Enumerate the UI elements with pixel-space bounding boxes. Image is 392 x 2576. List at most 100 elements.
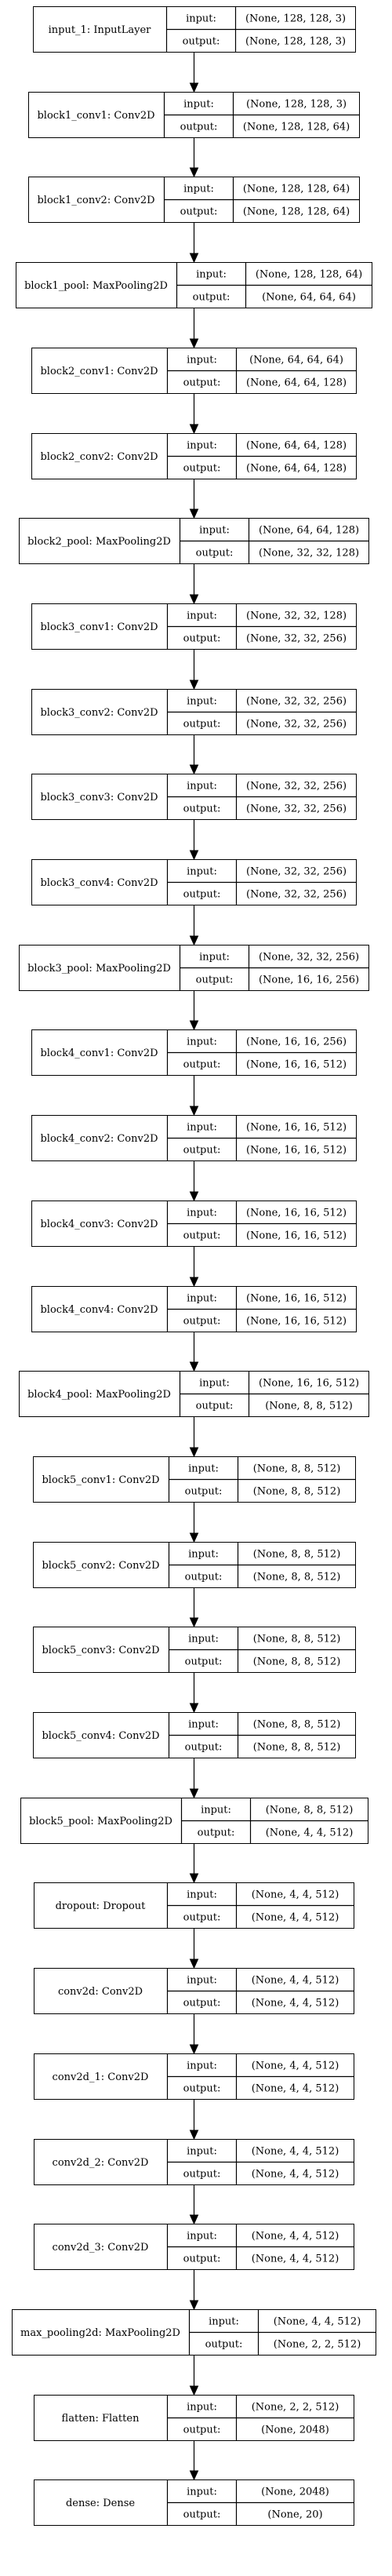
- output-shape: (None, 8, 8, 512): [253, 1656, 341, 1668]
- output-shape: (None, 4, 4, 512): [252, 2254, 339, 2265]
- connection-arrow: [189, 1417, 199, 1458]
- output-shape: (None, 32, 32, 128): [259, 548, 359, 559]
- layer-node: block2_pool: MaxPooling2Dinput:output:(N…: [19, 518, 369, 564]
- connection-arrow: [189, 1503, 199, 1543]
- layer-node: block3_conv2: Conv2Dinput:output:(None, …: [31, 689, 357, 735]
- input-shape: (None, 4, 4, 512): [252, 2060, 339, 2072]
- output-shape: (None, 16, 16, 512): [246, 1316, 347, 1328]
- output-label: output:: [205, 2339, 243, 2351]
- input-shape: (None, 16, 16, 512): [246, 1208, 347, 1219]
- layer-name: block4_conv3: Conv2D: [40, 1219, 158, 1230]
- layer-node: block4_conv4: Conv2Dinput:output:(None, …: [31, 1286, 357, 1332]
- layer-node: block4_pool: MaxPooling2Dinput:output:(N…: [19, 1371, 369, 1417]
- connection-arrow: [189, 1161, 199, 1202]
- layer-name: flatten: Flatten: [62, 2413, 140, 2425]
- output-shape: (None, 16, 16, 512): [246, 1145, 347, 1157]
- output-shape: (None, 128, 128, 64): [243, 122, 350, 133]
- output-label: output:: [183, 719, 221, 731]
- input-label: input:: [187, 1037, 217, 1048]
- output-label: output:: [183, 1316, 221, 1328]
- layer-node: block4_conv1: Conv2Dinput:output:(None, …: [31, 1029, 357, 1076]
- layer-name: block1_pool: MaxPooling2D: [24, 280, 168, 292]
- input-shape: (None, 4, 4, 512): [252, 1975, 339, 1987]
- input-label: input:: [187, 1889, 217, 1901]
- layer-name: conv2d_2: Conv2D: [53, 2157, 149, 2169]
- output-label: output:: [196, 975, 234, 986]
- output-label: output:: [185, 1572, 223, 1583]
- input-label: input:: [187, 1293, 217, 1305]
- layer-name: block5_conv1: Conv2D: [42, 1474, 159, 1486]
- layer-name: dropout: Dropout: [56, 1900, 147, 1912]
- connection-arrow: [189, 2441, 199, 2481]
- output-label: output:: [183, 2083, 221, 2095]
- input-shape: (None, 16, 16, 512): [246, 1293, 347, 1305]
- layer-name: conv2d: Conv2D: [58, 1986, 143, 1998]
- output-label: output:: [185, 1656, 223, 1668]
- output-label: output:: [193, 292, 230, 304]
- input-label: input:: [187, 1975, 217, 1987]
- input-shape: (None, 128, 128, 64): [256, 269, 362, 281]
- output-shape: (None, 4, 4, 512): [252, 2169, 339, 2181]
- input-label: input:: [187, 696, 217, 708]
- input-shape: (None, 64, 64, 128): [246, 440, 347, 452]
- output-label: output:: [198, 1827, 235, 1839]
- output-shape: (None, 64, 64, 128): [246, 463, 347, 475]
- layer-name: block2_conv1: Conv2D: [40, 366, 158, 377]
- input-shape: (None, 4, 4, 512): [252, 2146, 339, 2158]
- connection-arrow: [189, 735, 199, 775]
- input-label: input:: [187, 1208, 217, 1219]
- input-label: input:: [186, 13, 216, 25]
- input-shape: (None, 4, 4, 512): [252, 2231, 339, 2243]
- layer-node: block1_pool: MaxPooling2D input: output: (N…: [16, 262, 372, 308]
- layer-node: block3_pool: MaxPooling2Dinput:output:(N…: [19, 945, 369, 991]
- connection-arrow: [189, 905, 199, 946]
- output-shape: (None, 16, 16, 256): [259, 975, 359, 986]
- output-label: output:: [180, 206, 218, 218]
- input-shape: (None, 8, 8, 512): [253, 1549, 341, 1561]
- input-label: input:: [187, 2487, 217, 2498]
- input-label: input:: [201, 1805, 231, 1816]
- layer-node: block2_conv1: Conv2Dinput:output:(None, …: [31, 348, 357, 394]
- output-shape: (None, 64, 64, 64): [262, 292, 356, 304]
- input-label: input:: [188, 1549, 219, 1561]
- layer-name: conv2d_1: Conv2D: [53, 2071, 149, 2083]
- layer-node: block5_conv1: Conv2Dinput:output:(None, …: [33, 1456, 356, 1503]
- connection-arrow: [189, 138, 199, 178]
- output-shape: (None, 8, 8, 512): [253, 1742, 341, 1754]
- layer-name: block1_conv1: Conv2D: [37, 110, 154, 122]
- input-label: input:: [199, 952, 230, 964]
- output-shape: (None, 16, 16, 512): [246, 1230, 347, 1242]
- output-shape: (None, 4, 4, 512): [252, 1998, 339, 2009]
- connection-arrow: [189, 1758, 199, 1799]
- input-label: input:: [188, 1463, 219, 1475]
- connection-arrow: [189, 2356, 199, 2396]
- input-shape: (None, 4, 4, 512): [274, 2316, 361, 2328]
- input-label: input:: [187, 2231, 217, 2243]
- connection-arrow: [189, 1844, 199, 1884]
- output-label: output:: [183, 2509, 221, 2521]
- layer-name: block3_conv1: Conv2D: [40, 621, 158, 633]
- output-shape: (None, 128, 128, 3): [245, 36, 346, 48]
- input-shape: (None, 32, 32, 256): [246, 696, 347, 708]
- connection-arrow: [189, 2185, 199, 2225]
- connection-arrow: [189, 223, 199, 264]
- layer-name: block5_conv3: Conv2D: [42, 1645, 159, 1656]
- output-label: output:: [196, 548, 234, 559]
- input-label: input:: [199, 525, 230, 537]
- input-label: input:: [187, 2402, 217, 2414]
- layer-name: block1_conv2: Conv2D: [37, 195, 154, 206]
- connection-arrow: [189, 650, 199, 690]
- input-label: input:: [196, 269, 227, 281]
- output-shape: (None, 128, 128, 64): [243, 206, 350, 218]
- input-label: input:: [188, 1634, 219, 1645]
- input-label: input:: [187, 2060, 217, 2072]
- output-shape: (None, 32, 32, 256): [246, 803, 347, 815]
- connection-arrow: [189, 1673, 199, 1714]
- output-label: output:: [183, 633, 221, 645]
